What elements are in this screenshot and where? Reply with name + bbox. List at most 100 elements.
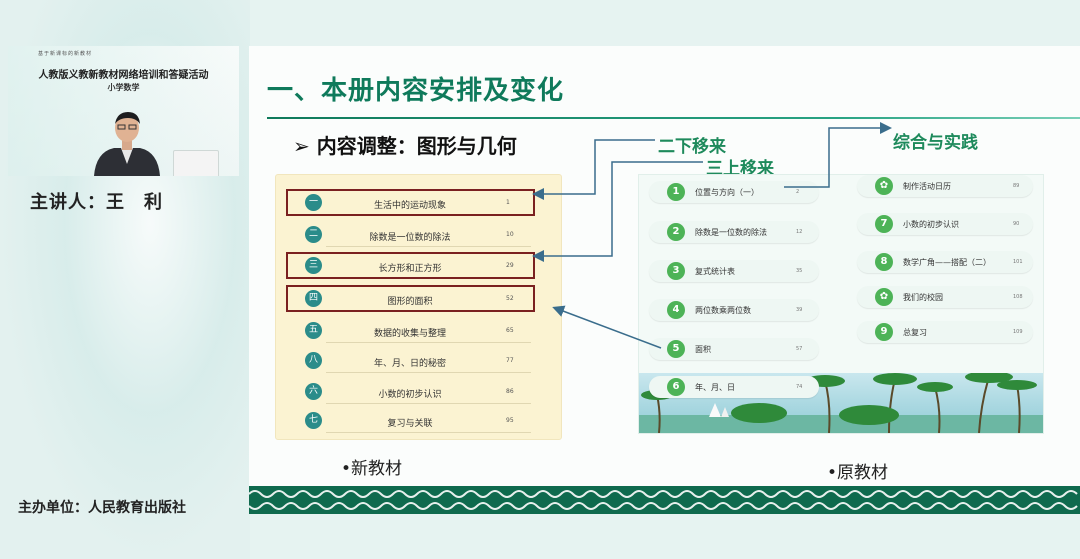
new-textbook-toc: 一 生活中的运动现象 1 二 除数是一位数的除法 10 三 长方形和正方形 29… — [275, 174, 562, 440]
unit-title: 图形的面积 — [340, 294, 480, 307]
old-toc-item-1: 1 位置与方向（一） 2 — [649, 181, 819, 203]
old-toc-item-2: 2 除数是一位数的除法 12 — [649, 221, 819, 243]
lesson-page: 2 — [796, 189, 799, 195]
lesson-title: 年、月、日 — [695, 382, 735, 393]
presentation-slide: 一、本册内容安排及变化 ➢ 内容调整：图形与几何 二下移来 三上移来 综合与实践… — [249, 46, 1080, 513]
old-toc-item-8: 7 小数的初步认识 90 — [857, 213, 1033, 235]
lesson-number-badge: 9 — [875, 323, 893, 341]
unit-badge: 八 — [305, 352, 322, 369]
lesson-page: 39 — [796, 307, 802, 313]
lesson-page: 108 — [1013, 294, 1023, 300]
unit-title: 除数是一位数的除法 — [340, 230, 480, 243]
activity-leaf-badge: ✿ — [875, 288, 893, 306]
old-toc-item-3: 3 复式统计表 35 — [649, 260, 819, 282]
lesson-page: 89 — [1013, 183, 1019, 189]
unit-page: 29 — [506, 262, 514, 269]
lesson-page: 57 — [796, 346, 802, 352]
lesson-page: 109 — [1013, 329, 1023, 335]
speaker-webcam-feed: 基于新课标的新教材 人教版义教新教材网络培训和答疑活动 小学数学 — [8, 46, 239, 176]
unit-title: 复习与关联 — [340, 416, 480, 429]
old-toc-item-6: 6 年、月、日 74 — [649, 376, 819, 398]
lesson-number-badge: 3 — [667, 262, 685, 280]
unit-badge: 七 — [305, 412, 322, 429]
divider — [326, 432, 531, 433]
lesson-title: 制作活动日历 — [903, 181, 951, 192]
lesson-number-badge: 8 — [875, 253, 893, 271]
lesson-title: 除数是一位数的除法 — [695, 227, 767, 238]
lesson-title: 小数的初步认识 — [903, 219, 959, 230]
new-toc-row-6: 八 年、月、日的秘密 77 — [286, 350, 536, 378]
unit-badge: 四 — [305, 290, 322, 307]
speaker-name-label: 主讲人：王 利 — [30, 188, 163, 214]
lesson-page: 35 — [796, 268, 802, 274]
divider — [326, 403, 531, 404]
lesson-title: 两位数乘两位数 — [695, 305, 751, 316]
unit-page: 10 — [506, 231, 514, 238]
unit-badge: 五 — [305, 322, 322, 339]
unit-badge: 六 — [305, 383, 322, 400]
old-toc-item-4: 4 两位数乘两位数 39 — [649, 299, 819, 321]
lesson-title: 数学广角——搭配（二） — [903, 257, 991, 268]
lesson-title: 我们的校园 — [903, 292, 943, 303]
unit-title: 年、月、日的秘密 — [340, 356, 480, 369]
new-toc-row-7: 六 小数的初步认识 86 — [286, 381, 536, 409]
lesson-title: 总复习 — [903, 327, 927, 338]
old-textbook-caption: •原教材 — [827, 458, 888, 483]
webcam-small-caption: 基于新课标的新教材 — [38, 50, 92, 57]
unit-page: 95 — [506, 417, 514, 424]
lesson-page: 90 — [1013, 221, 1019, 227]
lesson-number-badge: 1 — [667, 183, 685, 201]
old-toc-item-9: 8 数学广角——搭配（二） 101 — [857, 251, 1033, 273]
new-toc-row-8: 七 复习与关联 95 — [286, 410, 536, 438]
webcam-subject: 小学数学 — [8, 82, 239, 93]
new-toc-row-1: 一 生活中的运动现象 1 — [286, 192, 536, 220]
callout-integrated-practice: 综合与实践 — [893, 128, 978, 153]
new-toc-row-4: 四 图形的面积 52 — [286, 288, 536, 316]
new-textbook-caption: •新教材 — [341, 454, 402, 479]
lesson-number-badge: 5 — [667, 340, 685, 358]
lesson-number-badge: 7 — [875, 215, 893, 233]
divider — [326, 342, 531, 343]
old-textbook-toc: 1 位置与方向（一） 2 2 除数是一位数的除法 12 3 复式统计表 35 4… — [638, 174, 1044, 434]
decorative-pattern-band — [249, 486, 1080, 514]
unit-title: 数据的收集与整理 — [340, 326, 480, 339]
unit-page: 86 — [506, 388, 514, 395]
lesson-number-badge: 2 — [667, 223, 685, 241]
unit-badge: 三 — [305, 257, 322, 274]
unit-badge: 二 — [305, 226, 322, 243]
lesson-title: 面积 — [695, 344, 711, 355]
unit-page: 1 — [506, 199, 510, 206]
webcam-event-title: 人教版义教新教材网络培训和答疑活动 — [8, 66, 239, 81]
title-underline — [267, 117, 1080, 119]
new-toc-row-3: 三 长方形和正方形 29 — [286, 255, 536, 283]
organizer-label: 主办单位：人民教育出版社 — [18, 497, 186, 517]
lesson-page: 101 — [1013, 259, 1023, 265]
new-toc-row-2: 二 除数是一位数的除法 10 — [286, 224, 536, 252]
slide-title: 一、本册内容安排及变化 — [267, 70, 564, 107]
lesson-number-badge: 4 — [667, 301, 685, 319]
unit-page: 65 — [506, 327, 514, 334]
wave-pattern — [249, 486, 1080, 514]
old-toc-item-10: ✿ 我们的校园 108 — [857, 286, 1033, 308]
section-heading: ➢ 内容调整：图形与几何 — [293, 130, 517, 159]
speaker-figure — [88, 108, 166, 176]
lesson-title: 位置与方向（一） — [695, 187, 759, 198]
unit-page: 52 — [506, 295, 514, 302]
new-toc-row-5: 五 数据的收集与整理 65 — [286, 320, 536, 348]
unit-badge: 一 — [305, 194, 322, 211]
desk-monitor — [173, 150, 219, 176]
lesson-number-badge: 6 — [667, 378, 685, 396]
lesson-page: 12 — [796, 229, 802, 235]
unit-title: 长方形和正方形 — [340, 261, 480, 274]
unit-title: 小数的初步认识 — [340, 387, 480, 400]
activity-leaf-badge: ✿ — [875, 177, 893, 195]
divider — [326, 372, 531, 373]
divider — [326, 246, 531, 247]
old-toc-item-5: 5 面积 57 — [649, 338, 819, 360]
unit-title: 生活中的运动现象 — [340, 198, 480, 211]
old-toc-item-7: ✿ 制作活动日历 89 — [857, 175, 1033, 197]
lesson-page: 74 — [796, 384, 802, 390]
old-toc-item-11: 9 总复习 109 — [857, 321, 1033, 343]
lesson-title: 复式统计表 — [695, 266, 735, 277]
unit-page: 77 — [506, 357, 514, 364]
